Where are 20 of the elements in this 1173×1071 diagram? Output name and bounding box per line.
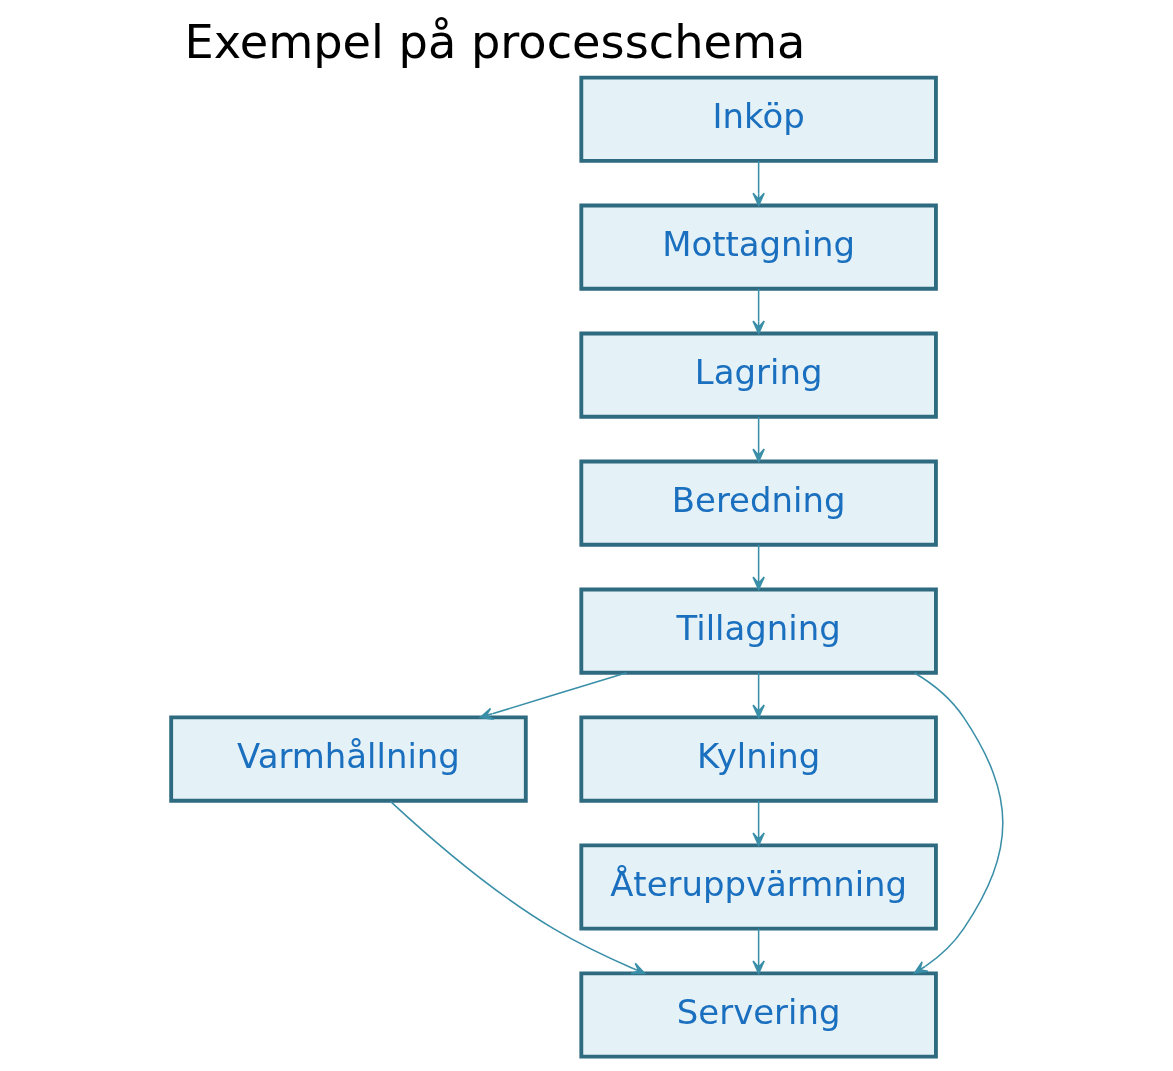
arrow xyxy=(751,672,765,719)
arrow xyxy=(751,544,765,591)
node-box: Återuppvärmning xyxy=(578,843,938,931)
arrow xyxy=(751,160,765,207)
node-box: Inköp xyxy=(578,75,938,163)
node-box: Lagring xyxy=(578,331,938,419)
node-box: Varmhållning xyxy=(168,715,528,803)
arrow xyxy=(479,672,627,720)
arrow xyxy=(751,800,765,847)
arrow xyxy=(751,928,765,975)
node-box: Beredning xyxy=(578,459,938,547)
node-box: Kylning xyxy=(578,715,938,803)
arrow xyxy=(751,288,765,335)
arrow xyxy=(913,672,1004,974)
node-box: Tillagning xyxy=(578,587,938,675)
diagram-title: Exempel på processchema xyxy=(184,14,805,69)
node-box: Servering xyxy=(578,971,938,1059)
arrow xyxy=(389,800,645,975)
node-box: Mottagning xyxy=(578,203,938,291)
arrow xyxy=(751,416,765,463)
